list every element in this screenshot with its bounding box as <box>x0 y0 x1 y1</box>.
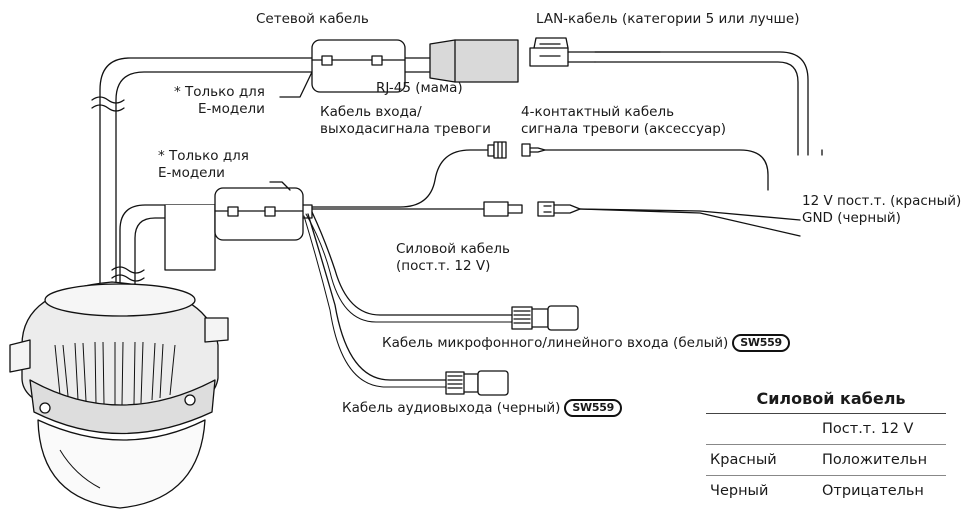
audio-connector <box>445 370 509 396</box>
spec-header-col1 <box>706 414 820 444</box>
ferrite-core-bottom <box>214 187 304 241</box>
rj45-female-connector <box>429 39 519 83</box>
spec-header-col2: Пост.т. 12 V <box>822 421 914 437</box>
camera-lower-cable <box>111 204 216 301</box>
alarm-io-cable-label: Кабель входа/ выходасигнала тревоги <box>320 104 491 138</box>
spec-row-wire: Черный <box>710 483 769 499</box>
alarm-connector-male <box>493 141 507 159</box>
spec-table-header: Пост.т. 12 V <box>706 414 946 445</box>
alarm-io-line1: Кабель входа/ <box>320 104 422 120</box>
e-model-note-bottom-line2: E-модели <box>158 165 225 181</box>
mic-connector <box>511 305 579 331</box>
power-connector-female <box>537 201 555 217</box>
spec-row-polarity: Отрицательн <box>822 483 924 499</box>
e-model-note-top: * Только для E-модели <box>174 84 265 118</box>
rj45-label: RJ-45 (мама) <box>376 80 463 96</box>
power-cable-label: Силовой кабель (пост.т. 12 V) <box>396 241 510 275</box>
e-model-note-top-line2: E-модели <box>198 101 265 117</box>
spec-row-polarity: Положительн <box>822 452 928 468</box>
dome-camera <box>9 281 229 509</box>
audio-out-cable-label: Кабель аудиовыхода (черный)SW559 <box>342 399 622 417</box>
power-cable-line1: Силовой кабель <box>396 241 511 257</box>
cable-bracket <box>164 204 216 271</box>
spec-row-wire: Красный <box>710 452 777 468</box>
mic-cable <box>311 211 513 316</box>
lan-cable-label: LAN-кабель (категории 5 или лучше) <box>536 11 800 27</box>
alarm4-line2: сигнала тревоги (аксессуар) <box>521 121 727 137</box>
sw559-badge: SW559 <box>732 334 790 352</box>
e-model-note-top-line1: * Только для <box>174 84 265 100</box>
sw559-badge: SW559 <box>564 399 622 417</box>
mic-cable-label: Кабель микрофонного/линейного входа (бел… <box>382 334 790 352</box>
alarm-io-line2: выходасигнала тревоги <box>320 121 491 137</box>
e-model-note-bottom-line1: * Только для <box>158 148 249 164</box>
network-cable <box>91 57 431 301</box>
alarm-4pin-cable-label: 4-контактный кабель сигнала тревоги (акс… <box>521 104 726 138</box>
gnd-black-label: GND (черный) <box>802 210 901 226</box>
spec-table-row: Красный Положительн <box>706 445 946 476</box>
dc12-red-label: 12 V пост.т. (красный) <box>802 193 962 209</box>
alarm4-line1: 4-контактный кабель <box>521 104 675 120</box>
spec-table-row: Черный Отрицательн <box>706 476 946 506</box>
e-model-note-bottom: * Только для E-модели <box>158 148 249 182</box>
ferrite-core-top <box>311 39 406 93</box>
alarm-connector-female <box>521 143 531 157</box>
spec-table-title: Силовой кабель <box>706 385 946 414</box>
network-cable-label: Сетевой кабель <box>256 11 369 27</box>
audio-cable <box>307 213 447 381</box>
power-cable-spec-table: Силовой кабель Пост.т. 12 V Красный Поло… <box>706 385 946 506</box>
alarm-cable <box>311 149 489 208</box>
lan-cable <box>594 51 823 156</box>
power-cable-line2: (пост.т. 12 V) <box>396 258 491 274</box>
power-connector-male <box>483 201 523 217</box>
mic-cable-text: Кабель микрофонного/линейного входа (бел… <box>382 335 729 351</box>
audio-out-text: Кабель аудиовыхода (черный) <box>342 400 561 416</box>
